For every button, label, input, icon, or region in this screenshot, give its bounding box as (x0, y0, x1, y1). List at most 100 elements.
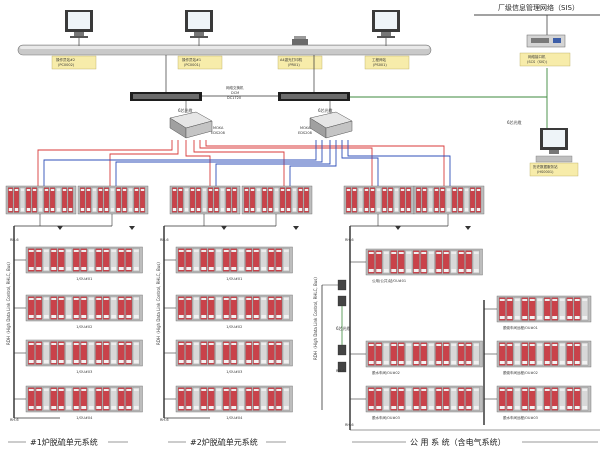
printer-label-line1: A4激光打印机 (280, 57, 303, 62)
u2-io-label-4: 1/OU#04 (226, 416, 243, 420)
eng-label-line2: (PS001) (373, 63, 387, 67)
controller-rack-2a[interactable] (169, 185, 241, 215)
pub-right-io-label-3: 脱水车间远程/OU#03 (503, 415, 538, 420)
rh-label-7: RH-6 (345, 423, 354, 427)
pub-mid-io-label-1: 公用(公共)站/OU#01 (372, 278, 406, 283)
pub-mid-io-rack-3[interactable] (365, 385, 483, 413)
fiber-converter-1 (337, 279, 347, 291)
moxa-right-label-1: MOXA (300, 126, 311, 130)
u1-io-label-1: 1/OU#01 (76, 277, 92, 281)
switch-label-line3: DC1720 (227, 96, 241, 100)
section-2-label: #2炉脱硫单元系统 (190, 437, 258, 447)
op1-label-line2: (PC0001) (184, 63, 201, 67)
u1-io-label-4: 1/OU#04 (76, 416, 93, 420)
station-op1[interactable] (185, 10, 213, 46)
pub-right-io-rack-1[interactable] (496, 295, 592, 323)
fiber-converter-4 (337, 361, 347, 373)
u2-io-label-3: 1/OU#03 (226, 370, 242, 374)
rh-label-3: RH-6 (345, 238, 354, 242)
u1-io-label-3: 1/OU#03 (76, 370, 92, 374)
station-label-op1: 操作员站#1 (PC0001) (177, 55, 223, 70)
pub-right-io-rack-2[interactable] (496, 340, 592, 368)
history-station[interactable] (535, 128, 573, 163)
terminator-5 (395, 226, 401, 230)
op2-label-line2: (PC0002) (58, 63, 75, 67)
gateway-label-line1: 网络接口机 (528, 54, 546, 59)
station-label-eng: 工程师站 (PS001) (364, 55, 410, 70)
switch-label-line2: DCM (231, 91, 239, 95)
rh-label-5: RH-6 (160, 418, 169, 422)
u1-io-rack-4[interactable] (25, 385, 143, 413)
section-1-label: #1炉脱硫单元系统 (30, 437, 98, 447)
pub-mid-io-rack-2[interactable] (365, 340, 483, 368)
station-eng[interactable] (372, 10, 400, 46)
u2-io-rack-1[interactable] (175, 246, 293, 274)
u1-io-rack-2[interactable] (25, 294, 143, 322)
u1-io-rack-3[interactable] (25, 339, 143, 367)
io-layer: 1/OU#01 1/OU#02 1/OU#03 1/OU#04 1/OU#01 1/OU#… (13, 214, 600, 431)
fiber-right-label: 6芯光缆 (318, 107, 333, 113)
moxa-left-label-1: MOXA (213, 126, 224, 130)
main-switch-left[interactable] (130, 92, 202, 101)
fiber-converter-2 (337, 295, 347, 307)
main-network-bus (17, 44, 432, 56)
u2-io-rack-3[interactable] (175, 339, 293, 367)
terminator-2 (129, 226, 135, 230)
printer-icon[interactable] (292, 36, 308, 45)
rdh-label-2: RDH（High Data Link Control, RHLC, Bus） (156, 260, 161, 345)
rdh-label-3: RDH（High Data Link Control, RHLC, Bus） (313, 275, 318, 360)
moxa-right-label-2: EDS208 (298, 131, 312, 135)
station-label-printer: A4激光打印机 (PR01) (277, 55, 323, 70)
history-label: 历史数据服务站 (HS0001) (529, 162, 579, 177)
pub-right-io-rack-3[interactable] (496, 385, 592, 413)
terminator-4 (293, 226, 299, 230)
u2-io-rack-4[interactable] (175, 385, 293, 413)
controller-rack-2b[interactable] (241, 185, 313, 215)
op2-label-line1: 操作员站#2 (56, 57, 75, 62)
rh-label-1: RH-6 (10, 238, 19, 242)
fiber-sis-label: 6芯光缆 (507, 119, 522, 125)
main-switch-label: 网络交换机 DCM DC1720 (226, 85, 244, 100)
u2-io-rack-2[interactable] (175, 294, 293, 322)
fiber-converter-3 (337, 344, 347, 356)
history-label-line2: (HS0001) (537, 170, 554, 174)
terminator-3 (221, 226, 227, 230)
fiber-pub-label: 6芯光缆 (336, 325, 351, 331)
history-label-line1: 历史数据服务站 (533, 164, 558, 169)
u1-io-rack-1[interactable] (25, 246, 143, 274)
moxa-switch-left[interactable] (169, 111, 213, 139)
controller-rack-1a[interactable] (5, 185, 77, 215)
gateway-label: 网络接口机 (SCS（SIS）) (519, 52, 571, 67)
moxa-switch-right[interactable] (309, 111, 353, 139)
rdh-label-1: RDH（High Data Link Control, RHLC, Bus） (6, 260, 11, 345)
rh-label-6: RH-6 (336, 369, 345, 373)
controller-rack-1b[interactable] (77, 185, 149, 215)
controller-rack-3b[interactable] (413, 185, 485, 215)
moxa-left-label-2: EDS208 (211, 131, 225, 135)
terminator-1 (57, 226, 63, 230)
pub-mid-io-label-2: 脱水车间/OU#02 (372, 370, 400, 375)
switch-label-line1: 网络交换机 (226, 85, 244, 90)
op1-label-line1: 操作员站#1 (182, 57, 201, 62)
pub-right-io-label-1: 脱硫车间远程/OU#01 (503, 325, 538, 330)
section-footer: #1炉脱硫单元系统 #2炉脱硫单元系统 公 用 系 统（含电气系统） (8, 437, 598, 447)
u1-io-label-2: 1/OU#02 (76, 325, 92, 329)
sis-title: 厂级信息管理网络（SIS） (498, 3, 579, 12)
station-label-op2: 操作员站#2 (PC0002) (51, 55, 97, 70)
gateway-device[interactable] (526, 34, 566, 48)
section-3-label: 公 用 系 统（含电气系统） (410, 437, 506, 447)
pub-mid-io-label-3: 脱水车间/OU#03 (372, 415, 400, 420)
u2-io-label-1: 1/OU#01 (226, 277, 242, 281)
terminator-6 (465, 226, 471, 230)
station-op2[interactable] (65, 10, 93, 46)
printer-label-line2: (PR01) (288, 63, 300, 67)
fiber-left-label: 6芯光缆 (178, 107, 193, 113)
pub-mid-io-rack-1[interactable] (365, 248, 483, 276)
pub-right-io-label-2: 脱硫车间远程/OU#02 (503, 370, 538, 375)
controller-racks (5, 185, 485, 215)
rh-label-2: RH-6 (160, 238, 169, 242)
main-switch-right[interactable] (278, 92, 350, 101)
controller-rack-3a[interactable] (343, 185, 415, 215)
eng-label-line1: 工程师站 (372, 57, 386, 62)
